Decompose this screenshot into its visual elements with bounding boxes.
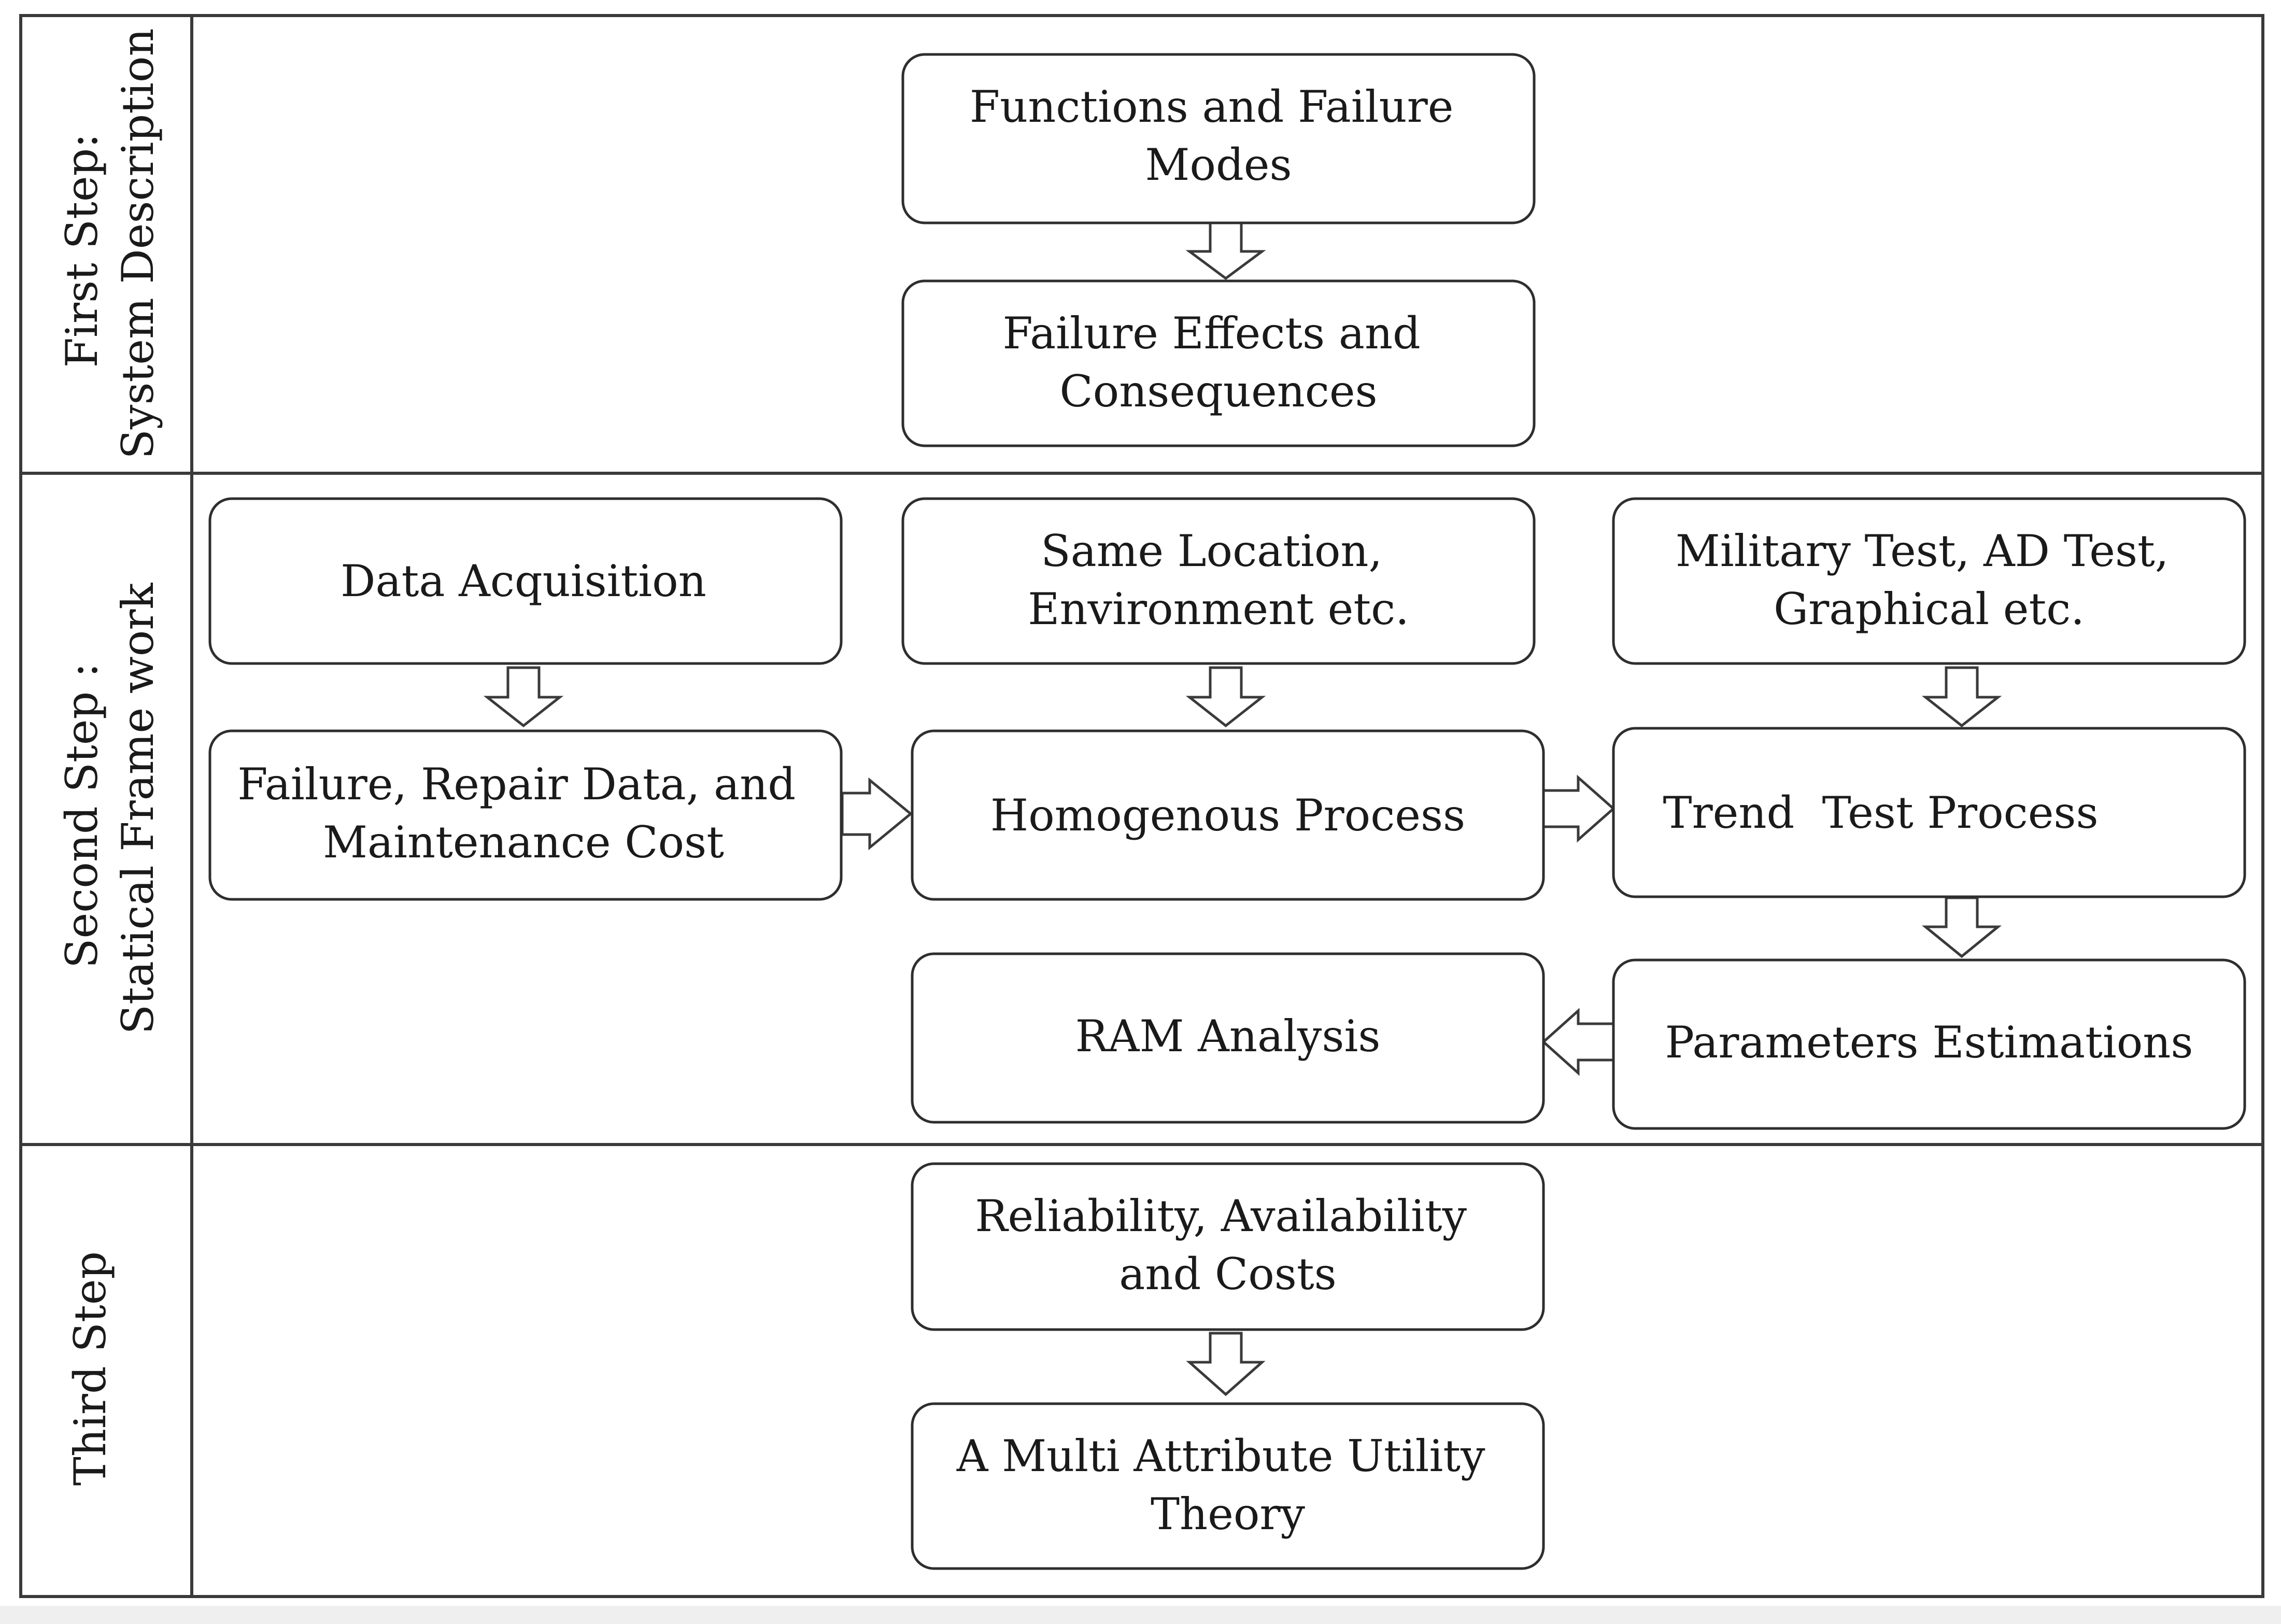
node-failure-repair-line-1: Failure, Repair Data, and — [237, 759, 796, 810]
node-location-line-1: Same Location, — [1041, 526, 1382, 576]
node-effects-box — [901, 279, 1536, 447]
node-reliability-box — [911, 1162, 1545, 1331]
node-multi-attribute-utility-theory: A Multi Attribute Utility Theory — [911, 1402, 1545, 1570]
node-functions-line-2: Modes — [1145, 139, 1292, 190]
node-location-box — [901, 497, 1536, 665]
node-location-text: Same Location, Environment etc. — [1028, 526, 1409, 634]
node-homogenous-process: Homogenous Process — [911, 729, 1545, 901]
node-trend-test-process: Trend Test Process — [1612, 727, 2246, 898]
arrow-failure-repair-to-homogenous — [841, 777, 913, 851]
arrow-reliability-to-maut — [1186, 1332, 1266, 1396]
node-trend-text: Trend Test Process — [1663, 787, 2195, 838]
lane-label-first-line-2: System Description — [112, 28, 163, 459]
node-acquisition-box — [208, 497, 843, 665]
arrow-functions-to-effects — [1185, 221, 1266, 280]
node-effects-line-2: Consequences — [1059, 366, 1377, 417]
node-functions-failure-modes: Functions and Failure Modes — [901, 53, 1536, 224]
node-failure-effects: Failure Effects and Consequences — [901, 279, 1536, 447]
node-homogenous-line-1: Homogenous Process — [990, 790, 1465, 841]
node-parameters-line-1: Parameters Estimations — [1665, 1017, 2193, 1068]
node-acquisition-text: Data Acquisition — [341, 556, 706, 606]
node-homogenous-box — [911, 729, 1545, 901]
node-trend-box — [1612, 727, 2246, 898]
node-reliability-line-1: Reliability, Availability — [975, 1191, 1467, 1241]
lane-label-second-line-1: Second Step : — [56, 663, 107, 968]
node-maut-line-2: Theory — [1151, 1489, 1306, 1540]
lane-frame — [19, 14, 2264, 1598]
node-failure-repair-data: Failure, Repair Data, and Maintenance Co… — [208, 729, 843, 901]
node-reliability-availability: Reliability, Availability and Costs — [911, 1162, 1545, 1331]
arrow-location-to-homogenous — [1185, 666, 1266, 728]
lane-label-first-line-1: First Step: — [56, 133, 107, 368]
node-ram-analysis: RAM Analysis — [911, 952, 1545, 1124]
lane-label-third: Third Step — [65, 1251, 116, 1486]
node-military-line-1: Military Test, AD Test, — [1676, 526, 2169, 576]
node-effects-line-1: Failure Effects and — [1002, 308, 1420, 359]
node-maut-line-1: A Multi Attribute Utility — [956, 1431, 1485, 1481]
node-reliability-line-2: and Costs — [1119, 1249, 1336, 1300]
node-ram-text: RAM Analysis — [1075, 1011, 1381, 1062]
lane-label-third-line-1: Third Step — [65, 1251, 116, 1486]
node-same-location: Same Location, Environment etc. — [901, 497, 1536, 665]
node-parameters-text: Parameters Estimations — [1665, 1017, 2193, 1068]
arrow-homogenous-to-trend — [1542, 774, 1616, 843]
arrow-trend-to-parameters — [1921, 896, 2002, 958]
lane-label-first: First Step: System Description — [56, 28, 163, 459]
node-functions-box — [901, 53, 1536, 224]
edges — [483, 221, 2002, 1396]
node-military-box — [1612, 497, 2246, 665]
node-ram-box — [911, 952, 1545, 1124]
node-failure-repair-text: Failure, Repair Data, and Maintenance Co… — [237, 759, 810, 868]
node-maut-text: A Multi Attribute Utility Theory — [956, 1431, 1499, 1540]
lane-labels: First Step: System Description Second St… — [56, 28, 163, 1486]
lane-label-second: Second Step : Statical Frame work — [56, 583, 163, 1035]
arrow-parameters-to-ram — [1541, 1008, 1615, 1076]
node-reliability-text: Reliability, Availability and Costs — [975, 1191, 1480, 1300]
node-trend-line-1: Trend Test Process — [1663, 787, 2098, 838]
node-failure-repair-box — [208, 729, 843, 901]
node-military-test: Military Test, AD Test, Graphical etc. — [1612, 497, 2246, 665]
arrow-military-to-trend — [1921, 666, 2002, 728]
node-parameters-estimations: Parameters Estimations — [1612, 958, 2246, 1130]
node-functions-line-1: Functions and Failure — [970, 81, 1454, 132]
nodes: Functions and Failure Modes Failure Effe… — [208, 53, 2246, 1570]
bottom-strip — [0, 1606, 2281, 1624]
arrow-acquisition-to-failure-repair — [483, 666, 564, 728]
node-acquisition-line-1: Data Acquisition — [341, 556, 706, 606]
node-effects-text: Failure Effects and Consequences — [1002, 308, 1434, 417]
node-maut-box — [911, 1402, 1545, 1570]
node-military-text: Military Test, AD Test, Graphical etc. — [1676, 526, 2183, 634]
node-functions-text: Functions and Failure Modes — [970, 81, 1467, 190]
node-failure-repair-line-2: Maintenance Cost — [323, 817, 724, 868]
node-parameters-box — [1612, 958, 2246, 1130]
node-military-line-2: Graphical etc. — [1774, 584, 2085, 634]
node-data-acquisition: Data Acquisition — [208, 497, 843, 665]
node-location-line-2: Environment etc. — [1028, 584, 1409, 634]
node-ram-line-1: RAM Analysis — [1075, 1011, 1381, 1062]
outer-border — [19, 14, 2264, 1598]
node-homogenous-text: Homogenous Process — [990, 790, 1465, 841]
lane-label-second-line-2: Statical Frame work — [112, 583, 163, 1035]
